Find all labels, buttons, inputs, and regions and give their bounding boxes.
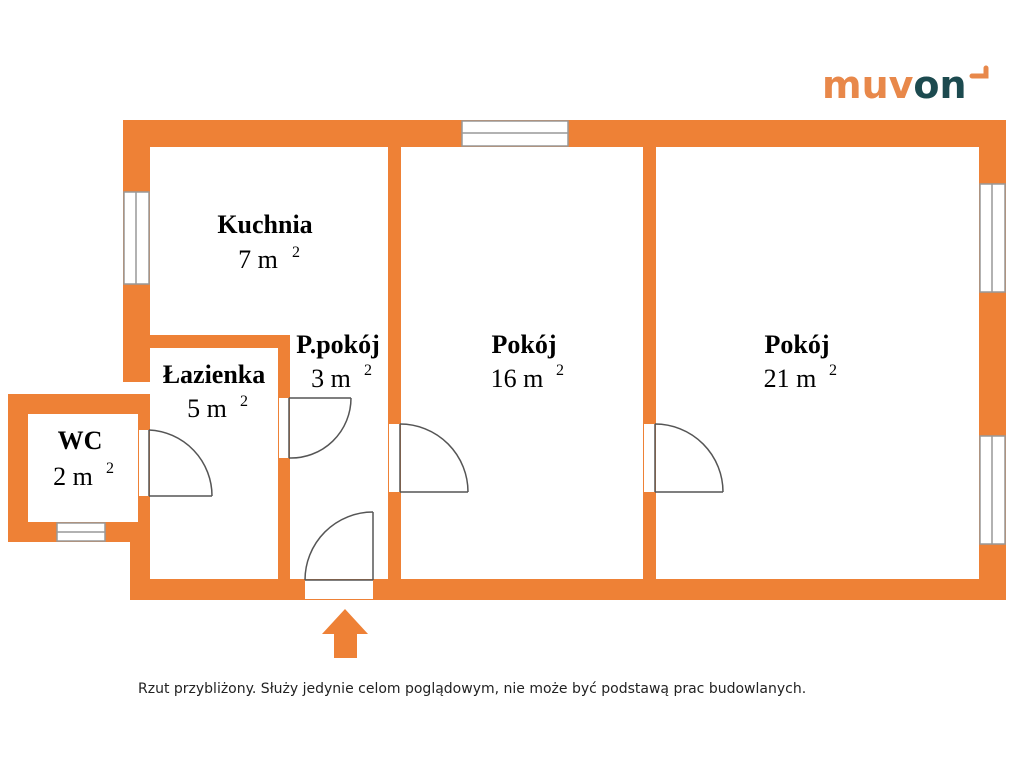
doors [148, 397, 724, 581]
room-label-wc: WC 2 m 2 [53, 426, 114, 491]
door-wc [148, 429, 213, 497]
muvon-logo: muvon [822, 63, 989, 107]
room-area-sup: 2 [106, 460, 114, 477]
wall-wc-top [8, 394, 150, 414]
room-label-pokoj-21: Pokój 21 m 2 [764, 330, 837, 393]
door-room16 [399, 423, 469, 493]
logo-text-on: on [913, 63, 966, 107]
room-name: Łazienka [163, 360, 266, 389]
room-label-kuchnia: Kuchnia 7 m 2 [217, 210, 312, 274]
window-room21-upper [979, 183, 1006, 293]
room-name: WC [58, 426, 103, 455]
door-room21 [654, 423, 724, 493]
window-room21-lower [979, 435, 1006, 545]
door-bathroom [288, 397, 352, 459]
room-area: 3 m [311, 364, 351, 393]
room-area-sup: 2 [829, 362, 837, 379]
room-area: 21 m [764, 364, 817, 393]
room-area-sup: 2 [364, 362, 372, 379]
wall-kitchen-bath [123, 335, 290, 348]
room-area: 16 m [491, 364, 544, 393]
wall-bath-hall [278, 335, 290, 600]
svg-text:muvon: muvon [822, 63, 967, 107]
room-name: P.pokój [296, 330, 380, 359]
entrance-arrow-icon [322, 609, 368, 658]
wall-hall-room16 [388, 120, 401, 600]
room-area: 7 m [238, 245, 278, 274]
room-name: Pokój [492, 330, 557, 359]
room-area: 5 m [187, 394, 227, 423]
wall-bottom [130, 579, 1006, 600]
logo-text-muv: muv [822, 63, 914, 107]
disclaimer-text: Rzut przybliżony. Służy jedynie celom po… [138, 681, 806, 697]
room-area: 2 m [53, 462, 93, 491]
door-entrance [304, 511, 374, 581]
room-area-sup: 2 [292, 244, 300, 261]
window-wc [56, 522, 106, 542]
window-kitchen [123, 191, 150, 285]
room-name: Kuchnia [217, 210, 312, 239]
room-label-przedpokoj: P.pokój 3 m 2 [296, 330, 380, 393]
wall-left-lower [130, 540, 150, 600]
room-area-sup: 2 [240, 393, 248, 410]
room-label-pokoj-16: Pokój 16 m 2 [491, 330, 564, 393]
window-top [461, 120, 569, 147]
room-area-sup: 2 [556, 362, 564, 379]
room-name: Pokój [765, 330, 830, 359]
logo-hook-icon [969, 65, 989, 79]
wall-room16-room21 [643, 120, 656, 600]
wall-wc-left [8, 394, 28, 542]
windows [56, 120, 1006, 545]
room-label-lazienka: Łazienka 5 m 2 [163, 360, 266, 423]
walls [8, 120, 1006, 600]
